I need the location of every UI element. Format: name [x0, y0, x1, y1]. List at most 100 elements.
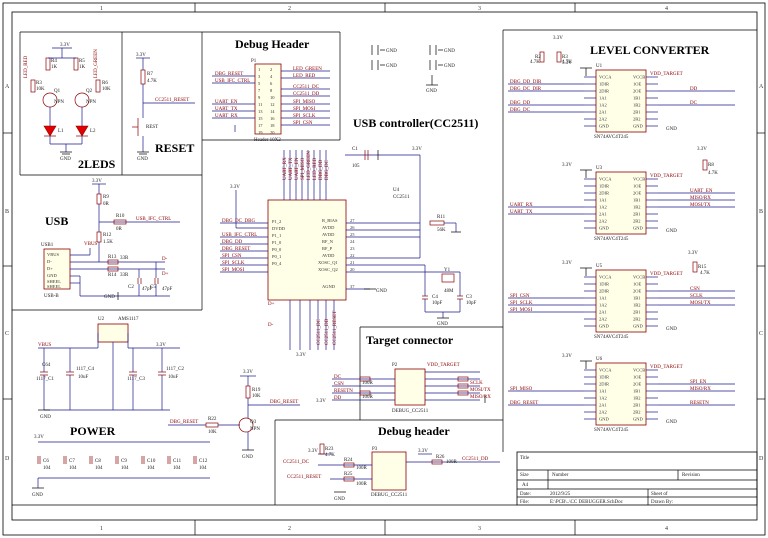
transistor-q3 — [238, 417, 254, 433]
svg-text:C12: C12 — [199, 459, 208, 464]
svg-text:CC2511_RESET: CC2511_RESET — [287, 475, 321, 480]
pin-label: GND — [599, 417, 609, 422]
svg-text:UART_TX: UART_TX — [215, 107, 238, 112]
resistor-r2 — [539, 51, 545, 63]
ref-label: R23 — [325, 447, 334, 452]
gnd-label: GND — [40, 415, 51, 420]
svg-text:P1_0: P1_0 — [272, 240, 282, 245]
ref-label: R13 — [108, 255, 117, 260]
section-title-debug-header-bottom: Debug header — [378, 424, 450, 438]
pin-label: 1OE — [633, 282, 641, 287]
supply-label: 3.3V — [697, 147, 707, 152]
svg-text:MISO/RX: MISO/RX — [470, 395, 491, 400]
pin-label: VCCB — [633, 368, 645, 373]
svg-text:10: 10 — [270, 95, 275, 100]
ref-label: P2 — [392, 363, 398, 368]
net-label: VDD_TARGET — [650, 174, 683, 179]
col-label: 2 — [288, 526, 291, 532]
row-label: D — [5, 456, 10, 462]
svg-text:P0_1: P0_1 — [272, 254, 281, 259]
pin-label: 1A1 — [599, 389, 607, 394]
supply-label: 3.3V — [156, 343, 166, 348]
supply-label: 3.3V — [136, 53, 146, 58]
row-label: A — [759, 84, 764, 90]
pin-label: VCCA — [599, 368, 612, 373]
svg-text:SPI_MISO: SPI_MISO — [301, 157, 306, 180]
net-label: DBG_DD — [510, 101, 531, 106]
pin-label: 1B1 — [633, 96, 641, 101]
value-label: 10K — [252, 394, 261, 399]
svg-text:CC2511_DC: CC2511_DC — [293, 85, 320, 90]
svg-text:RF_P: RF_P — [322, 246, 333, 251]
ref-label: U4 — [393, 188, 400, 193]
value-label: 47pF — [162, 287, 173, 292]
col-label: 2 — [288, 6, 291, 12]
value-label: 4.7K — [147, 79, 157, 84]
svg-text:P0_0: P0_0 — [272, 247, 282, 252]
svg-text:C10: C10 — [147, 459, 156, 464]
net-label: SCLK — [690, 294, 703, 299]
value-label: 100R — [356, 482, 368, 487]
resistor-r10 — [113, 219, 127, 225]
resistor-r17 — [359, 390, 371, 396]
drawn-by-label: Drawn By: — [651, 500, 673, 505]
file-value: E:\PCB\..\CC DEBUGGER.SchDoc — [550, 500, 624, 505]
ref-label: R7 — [147, 72, 153, 77]
svg-text:DBG_DD: DBG_DD — [222, 240, 243, 245]
section-title-level-converter: LEVEL CONVERTER — [590, 43, 710, 57]
debug-header-top: Debug Header P1 1 3 5 7 9 11 13 15 17 19… — [212, 37, 330, 143]
svg-text:RESETN: RESETN — [334, 389, 353, 394]
gnd-label: GND — [334, 497, 345, 502]
net-label: DBG_DC — [510, 108, 531, 113]
svg-text:XOSC_Q1: XOSC_Q1 — [318, 260, 338, 265]
chip-ref-label: U1 — [596, 64, 603, 69]
resistor-r25 — [343, 476, 355, 482]
supply-label: 3.3V — [316, 399, 326, 404]
gnd-label: GND — [376, 289, 387, 294]
svg-text:10uF: 10uF — [78, 375, 89, 380]
svg-text:21: 21 — [350, 260, 355, 265]
svg-text:2: 2 — [270, 67, 272, 72]
ref-label: R2 — [535, 55, 541, 60]
svg-text:20: 20 — [270, 130, 275, 135]
svg-text:SPI_SCLK: SPI_SCLK — [293, 114, 316, 119]
row-label: B — [759, 209, 763, 215]
reset-section: 3.3V R7 4.7K CC2511_RESET REST GND RESET — [132, 53, 195, 162]
net-label: MOSI/TX — [690, 203, 711, 208]
ref-label: R3 — [562, 55, 568, 60]
row-label: C — [5, 331, 9, 337]
svg-text:22: 22 — [350, 253, 355, 258]
value-label: 56K — [437, 228, 446, 233]
svg-text:5: 5 — [258, 81, 261, 86]
revision-label: Revision — [682, 473, 700, 478]
resistor-r23 — [319, 443, 325, 455]
value-label: 1K — [79, 65, 86, 70]
gnd-label: GND — [666, 420, 677, 425]
svg-text:LED_GREEN: LED_GREEN — [307, 151, 312, 180]
svg-text:25: 25 — [350, 232, 355, 237]
svg-text:DC: DC — [334, 375, 342, 380]
svg-text:104: 104 — [173, 466, 181, 471]
supply-label: 3.3V — [562, 354, 572, 359]
level-shifter-chip — [595, 171, 647, 235]
svg-text:SHEEL: SHEEL — [47, 279, 61, 284]
svg-text:24: 24 — [350, 239, 355, 244]
ref-label: R3 — [36, 81, 42, 86]
svg-text:27: 27 — [350, 218, 355, 223]
power-section: U2 AMS1117 VBUS 3.3V C64 1117_C1 1117_C4… — [32, 317, 210, 498]
pin-label: 2B2 — [633, 317, 641, 322]
svg-text:CC2511_DD: CC2511_DD — [462, 457, 489, 462]
svg-text:DD: DD — [334, 396, 342, 401]
section-title-reset: RESET — [155, 141, 194, 155]
pin-label: 2OE — [633, 89, 641, 94]
resistor-r18 — [457, 376, 469, 382]
resistor-r22 — [205, 422, 219, 428]
chip-ref-label: U6 — [596, 357, 603, 362]
part-label: AMS1117 — [118, 317, 139, 322]
decoupling-caps: C6 104 C7 104 C8 104 C9 104 C10 104 C11 … — [37, 456, 208, 471]
pin-label: 1B2 — [633, 205, 641, 210]
svg-text:CC2511_DC: CC2511_DC — [317, 318, 322, 345]
svg-text:VBUS: VBUS — [38, 343, 52, 348]
svg-text:CC2511_DD: CC2511_DD — [325, 318, 330, 345]
